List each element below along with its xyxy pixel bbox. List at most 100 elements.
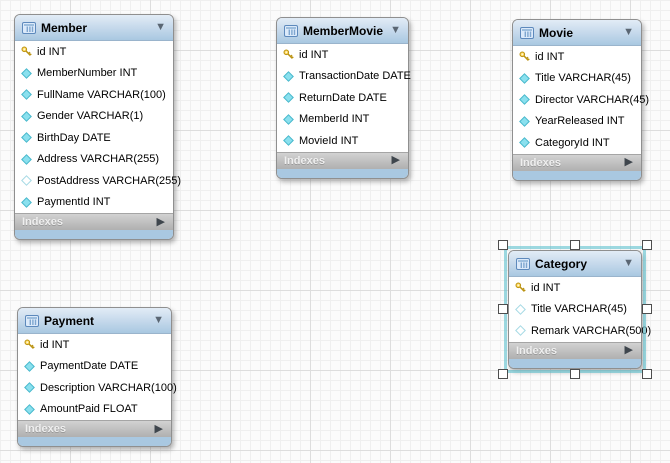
table-column-row[interactable]: Gender VARCHAR(1): [15, 106, 173, 128]
indexes-bar[interactable]: Indexes ▶: [18, 420, 171, 437]
column-notnull-icon: [24, 360, 35, 372]
column-label: id INT: [299, 48, 329, 61]
table-column-row[interactable]: id INT: [15, 41, 173, 63]
expand-arrow-icon[interactable]: ▶: [624, 344, 633, 356]
selection-handle-bl[interactable]: [498, 368, 508, 379]
primary-key-icon: [515, 282, 526, 293]
table-columns: id INT Title VARCHAR(45) Director VARCHA…: [513, 46, 649, 154]
selection-handle-br[interactable]: [642, 368, 652, 379]
indexes-label: Indexes: [284, 154, 325, 167]
table-header[interactable]: MemberMovie ▼: [277, 18, 408, 44]
selection-handle-bc[interactable]: [570, 368, 580, 379]
collapse-arrow-icon[interactable]: ▼: [155, 21, 166, 33]
table-icon: [520, 26, 534, 39]
table-widget-category[interactable]: Category ▼ id INT Title VARCHAR(45) Rema…: [498, 240, 652, 379]
table-column-row[interactable]: id INT: [509, 277, 641, 299]
collapse-arrow-icon[interactable]: ▼: [623, 257, 634, 269]
column-label: Title VARCHAR(45): [535, 72, 631, 85]
table-column-row[interactable]: AmountPaid FLOAT: [18, 399, 171, 421]
column-label: Director VARCHAR(45): [535, 93, 650, 106]
table-column-row[interactable]: Director VARCHAR(45): [513, 89, 649, 111]
table-column-row[interactable]: MovieId INT: [277, 130, 408, 152]
column-label: TransactionDate DATE: [299, 70, 411, 83]
table-column-row[interactable]: Description VARCHAR(100): [18, 377, 177, 399]
column-label: AmountPaid FLOAT: [40, 403, 138, 416]
column-label: Description VARCHAR(100): [40, 381, 177, 394]
collapse-arrow-icon[interactable]: ▼: [390, 24, 401, 36]
table-column-row[interactable]: Address VARCHAR(255): [15, 149, 173, 171]
table-column-row[interactable]: MemberNumber INT: [15, 63, 173, 85]
column-label: MovieId INT: [299, 134, 359, 147]
column-notnull-icon: [283, 70, 294, 82]
table-widget-movie[interactable]: Movie ▼ id INT Title VARCHAR(45) Directo…: [512, 19, 649, 181]
table-bottom-strip: [18, 437, 171, 446]
column-label: ReturnDate DATE: [299, 91, 387, 104]
table-column-row[interactable]: id INT: [513, 46, 641, 68]
table-bottom-strip: [277, 168, 408, 178]
column-notnull-icon: [519, 137, 530, 149]
table-column-row[interactable]: ReturnDate DATE: [277, 87, 408, 109]
table-header[interactable]: Payment ▼: [18, 308, 171, 334]
collapse-arrow-icon[interactable]: ▼: [153, 314, 164, 326]
primary-key-icon: [21, 46, 32, 57]
selection-handle-tr[interactable]: [642, 240, 652, 250]
column-notnull-icon: [283, 135, 294, 147]
table-header[interactable]: Movie ▼: [513, 20, 641, 46]
column-label: MemberId INT: [299, 113, 370, 126]
table-column-row[interactable]: CategoryId INT: [513, 132, 641, 154]
column-label: BirthDay DATE: [37, 131, 111, 144]
indexes-bar[interactable]: Indexes ▶: [509, 341, 641, 359]
table-column-row[interactable]: Remark VARCHAR(500): [509, 320, 651, 342]
column-notnull-icon: [21, 67, 32, 79]
column-notnull-icon: [24, 382, 35, 394]
indexes-label: Indexes: [516, 344, 557, 357]
selection-handle-ml[interactable]: [498, 304, 508, 315]
table-widget-member[interactable]: Member ▼ id INT MemberNumber INT FullNam…: [14, 14, 181, 240]
table-header[interactable]: Member ▼: [15, 15, 173, 41]
table-column-row[interactable]: MemberId INT: [277, 109, 408, 131]
table-column-row[interactable]: id INT: [18, 334, 171, 356]
table-columns: id INT PaymentDate DATE Description VARC…: [18, 334, 177, 421]
column-label: Title VARCHAR(45): [531, 303, 627, 316]
table-bottom-strip: [513, 170, 641, 180]
column-notnull-icon: [21, 89, 32, 101]
column-label: FullName VARCHAR(100): [37, 88, 166, 101]
column-nullable-icon: [515, 303, 526, 315]
column-label: Gender VARCHAR(1): [37, 110, 144, 123]
table-column-row[interactable]: YearReleased INT: [513, 111, 641, 133]
table-widget-membermovie[interactable]: MemberMovie ▼ id INT TransactionDate DAT…: [276, 17, 411, 179]
table-widget-payment[interactable]: Payment ▼ id INT PaymentDate DATE Descri…: [17, 307, 177, 447]
column-label: CategoryId INT: [535, 136, 610, 149]
selection-handle-tc[interactable]: [570, 240, 580, 250]
table-title: Payment: [44, 313, 95, 328]
table-column-row[interactable]: BirthDay DATE: [15, 127, 173, 149]
column-label: PostAddress VARCHAR(255): [37, 174, 182, 187]
column-label: PaymentId INT: [37, 196, 111, 209]
indexes-bar[interactable]: Indexes ▶: [513, 153, 641, 171]
table-column-row[interactable]: PaymentDate DATE: [18, 356, 171, 378]
expand-arrow-icon[interactable]: ▶: [154, 422, 163, 435]
table-column-row[interactable]: FullName VARCHAR(100): [15, 84, 173, 106]
column-label: Address VARCHAR(255): [37, 153, 160, 166]
column-notnull-icon: [21, 110, 32, 122]
collapse-arrow-icon[interactable]: ▼: [623, 26, 634, 38]
expand-arrow-icon[interactable]: ▶: [624, 156, 633, 168]
table-header[interactable]: Category ▼: [509, 251, 641, 277]
table-column-row[interactable]: TransactionDate DATE: [277, 66, 411, 88]
table-column-row[interactable]: PaymentId INT: [15, 192, 173, 214]
table-bottom-strip: [15, 230, 173, 239]
selection-handle-tl[interactable]: [498, 240, 508, 250]
selection-handle-mr[interactable]: [642, 304, 652, 315]
indexes-bar[interactable]: Indexes ▶: [15, 213, 173, 230]
column-notnull-icon: [283, 113, 294, 125]
expand-arrow-icon[interactable]: ▶: [156, 215, 165, 228]
table-column-row[interactable]: Title VARCHAR(45): [509, 299, 641, 321]
column-nullable-icon: [515, 325, 526, 337]
table-column-row[interactable]: id INT: [277, 44, 408, 66]
indexes-bar[interactable]: Indexes ▶: [277, 151, 408, 169]
expand-arrow-icon[interactable]: ▶: [391, 154, 400, 166]
table-column-row[interactable]: Title VARCHAR(45): [513, 68, 641, 90]
table-column-row[interactable]: PostAddress VARCHAR(255): [15, 170, 181, 192]
indexes-label: Indexes: [25, 423, 66, 435]
